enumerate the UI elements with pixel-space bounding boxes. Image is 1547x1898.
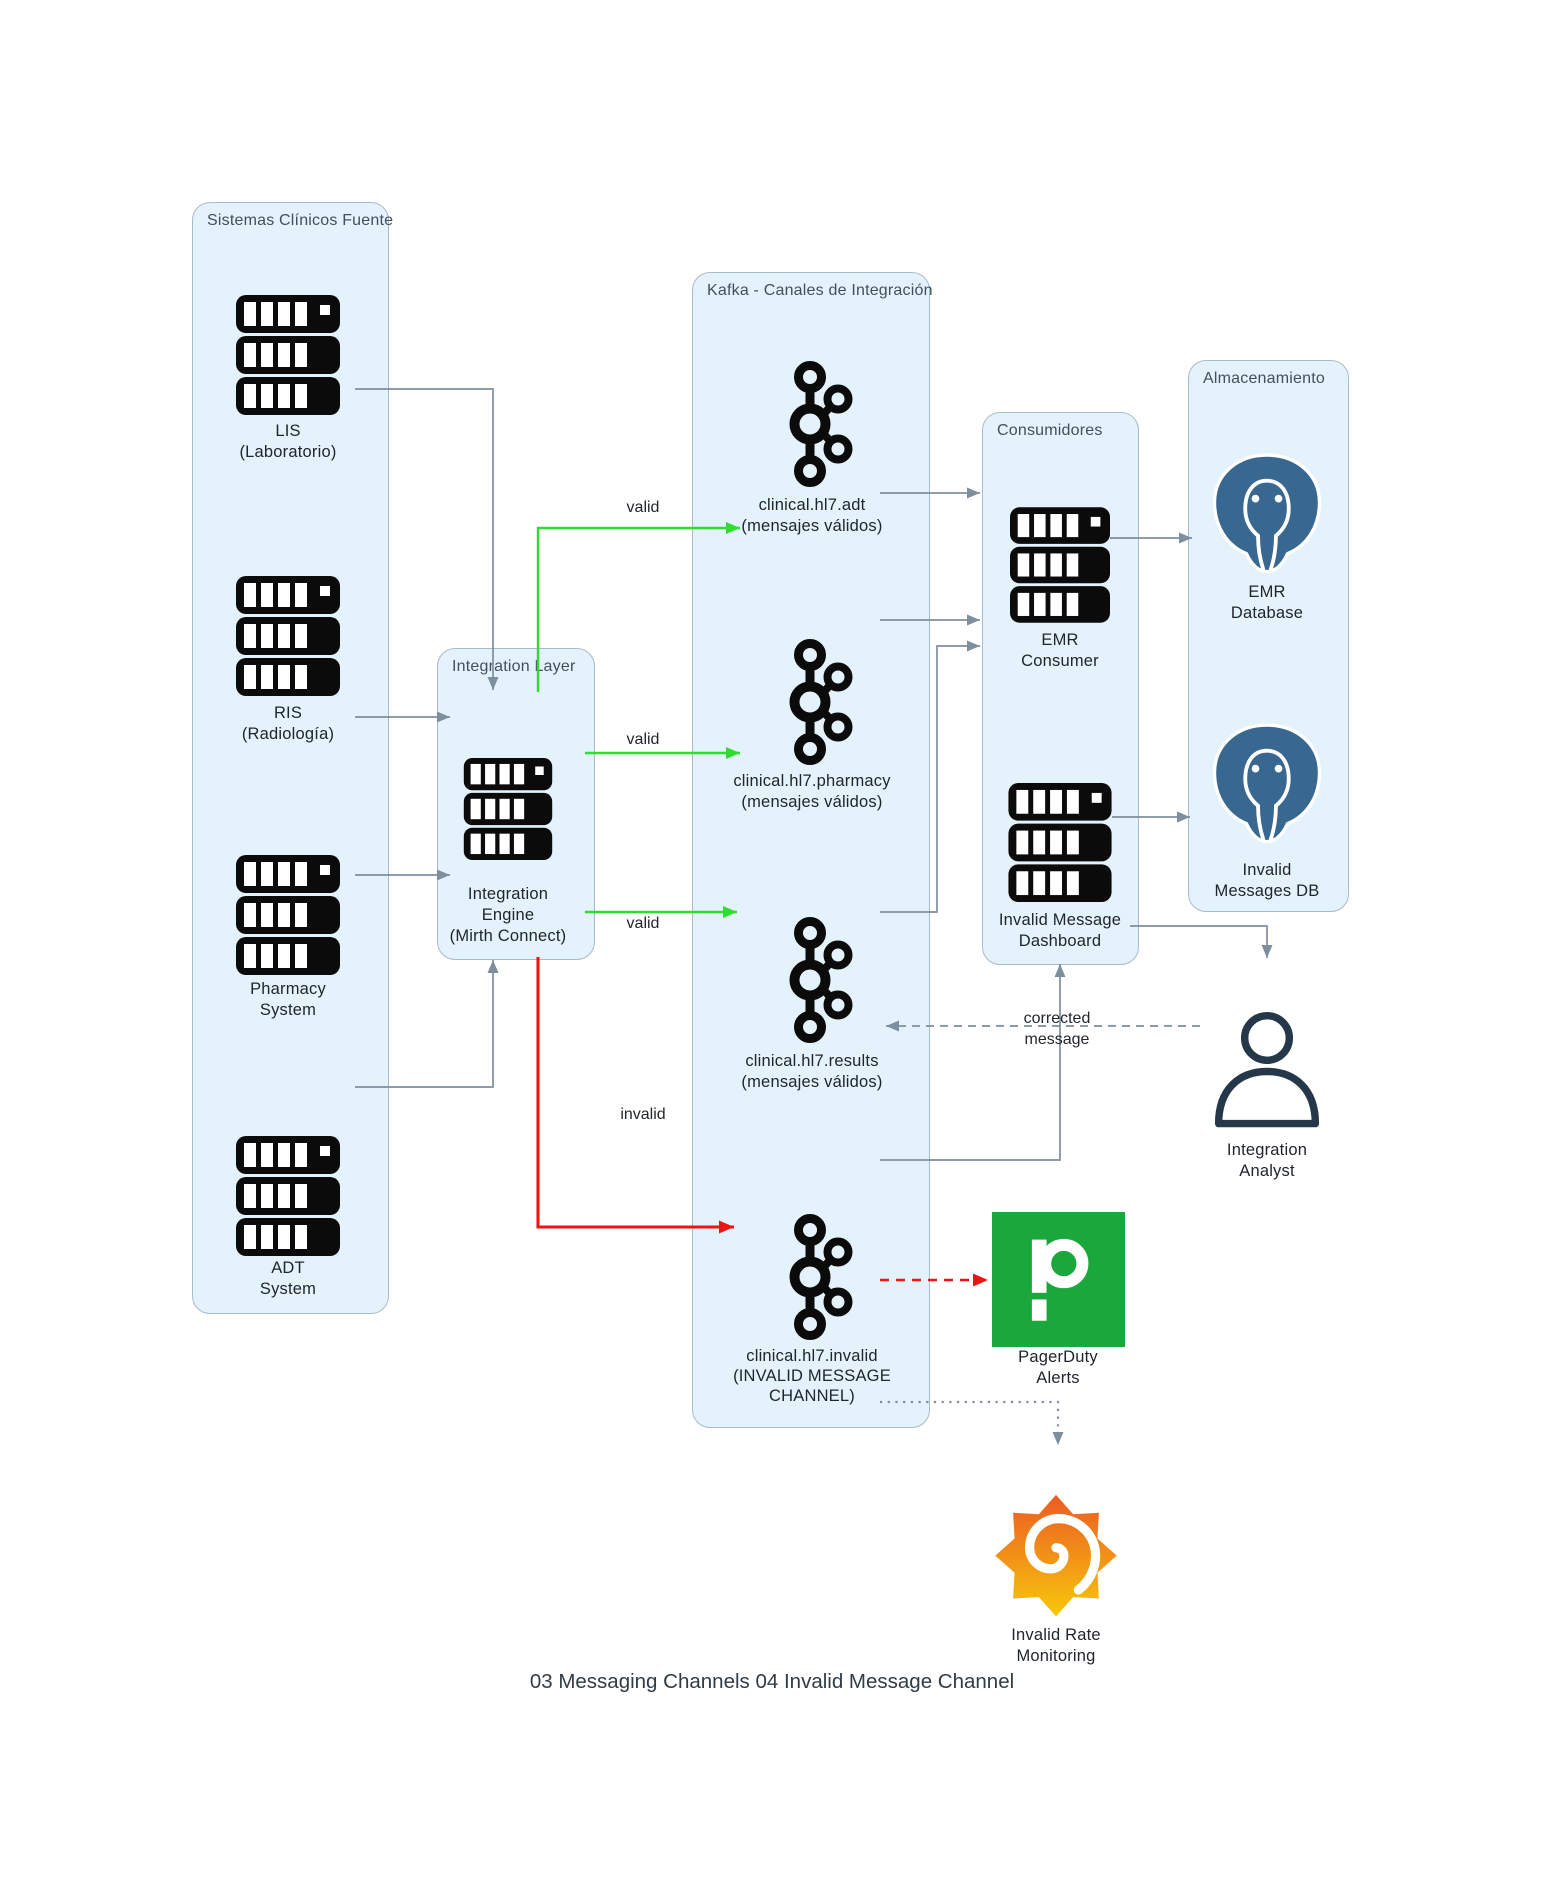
edge-label-valid-3: valid (626, 915, 660, 932)
edge-topicresults-to-consumer (880, 640, 980, 913)
server-icon (463, 758, 553, 860)
person-icon (1205, 1003, 1329, 1135)
edge-valid-to-topicadt (536, 522, 740, 692)
server-icon (236, 1136, 340, 1256)
edge-invalid-to-topicinvalid (536, 957, 734, 1234)
container-storage-label: Almacenamiento (1203, 370, 1325, 387)
edge-label-valid-1: valid (626, 499, 660, 516)
postgresql-icon (1203, 716, 1331, 852)
node-ris-label: RIS(Radiología) (241, 704, 335, 743)
edge-lis-to-integration (355, 388, 499, 690)
edge-adt-to-integration (355, 960, 499, 1088)
container-sources-label: Sistemas Clínicos Fuente (207, 212, 394, 229)
kafka-icon (770, 1210, 854, 1344)
edge-label-invalid: invalid (620, 1106, 666, 1123)
server-icon (1008, 783, 1112, 902)
grafana-icon (995, 1494, 1117, 1617)
pagerduty-icon (992, 1212, 1125, 1347)
diagram-title: 03 Messaging Channels 04 Invalid Message… (529, 1670, 1015, 1693)
container-integration-label: Integration Layer (452, 658, 576, 675)
edge-label-corrected-line1: corrected (1023, 1010, 1091, 1027)
kafka-icon (770, 357, 854, 491)
server-icon (236, 855, 340, 975)
edge-topicinvalid-to-grafana (880, 1400, 1064, 1445)
node-topic-adt-label: clinical.hl7.adt(mensajes válidos) (741, 496, 883, 535)
server-icon (236, 576, 340, 696)
edge-label-valid-2: valid (626, 731, 660, 748)
server-icon (1010, 507, 1110, 623)
node-topic-results-label: clinical.hl7.results(mensajes válidos) (741, 1052, 883, 1091)
container-storage: Almacenamiento (1188, 360, 1349, 912)
container-integration-layer: Integration Layer (437, 648, 595, 960)
edge-label-corrected-line2: message (1024, 1031, 1090, 1048)
node-lis-label: LIS(Laboratorio) (239, 422, 337, 461)
postgresql-icon (1203, 448, 1331, 580)
container-kafka: Kafka - Canales de Integración (692, 272, 933, 1428)
node-topic-pharmacy-label: clinical.hl7.pharmacy(mensajes válidos) (733, 772, 891, 811)
edge-label-corrected-message: corrected message (997, 1008, 1117, 1050)
edge-dashboard-to-analyst (1130, 925, 1273, 958)
container-consumers-label: Consumidores (997, 422, 1103, 439)
kafka-icon (770, 635, 854, 769)
kafka-icon (770, 913, 854, 1047)
edge-topicinvalid-to-dashboard (880, 964, 1066, 1161)
container-kafka-label: Kafka - Canales de Integración (707, 282, 933, 299)
server-icon (236, 295, 340, 415)
